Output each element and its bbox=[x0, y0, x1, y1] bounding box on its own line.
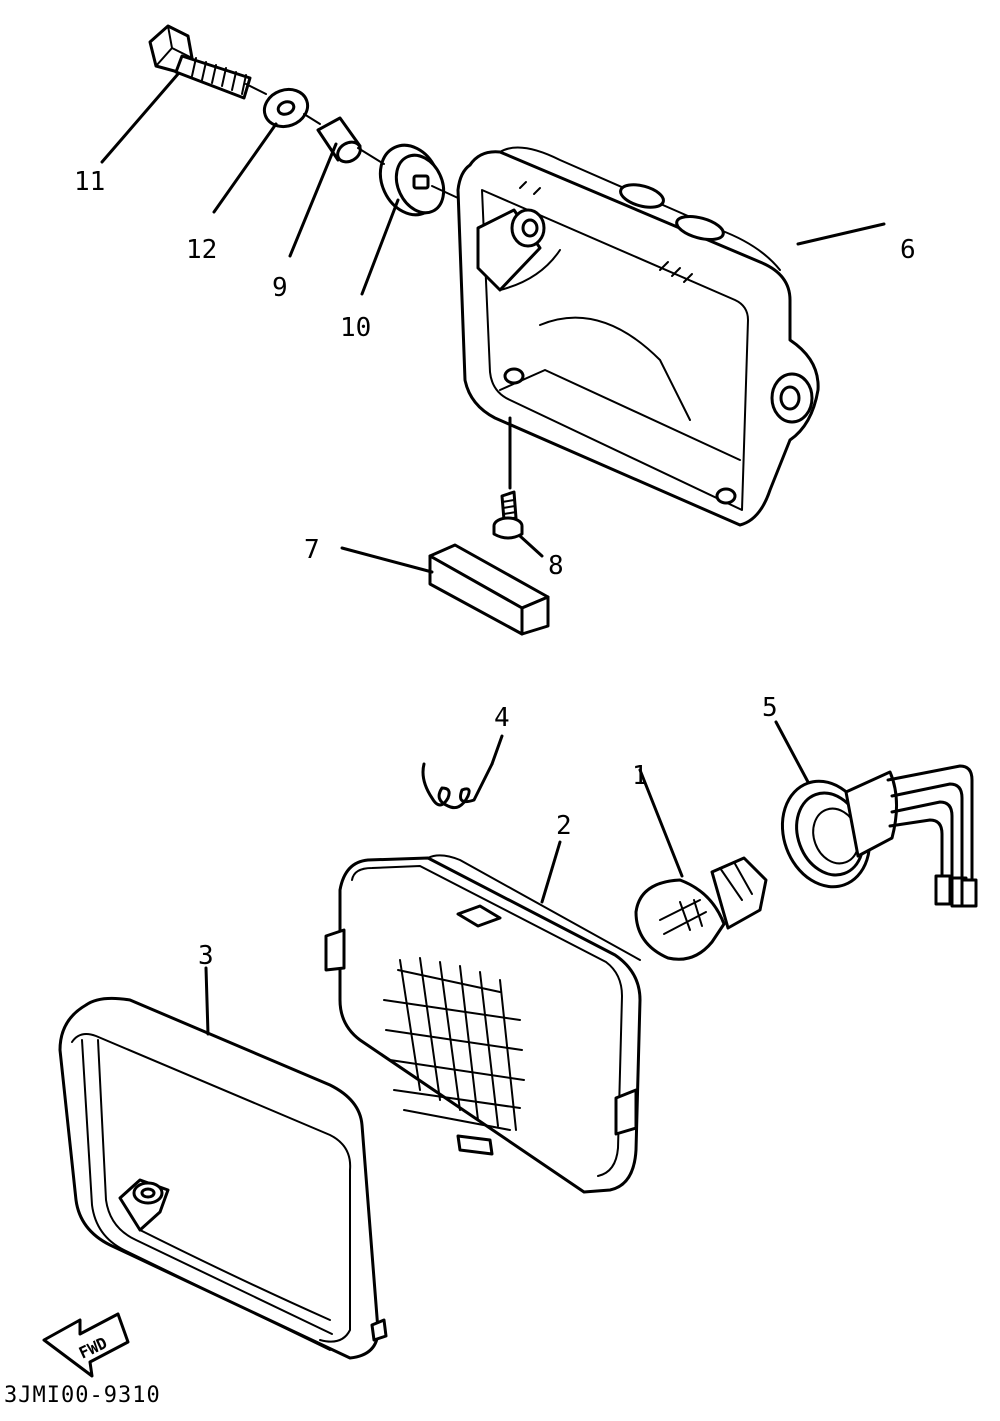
part-11-bolt bbox=[148, 24, 252, 100]
leader-3 bbox=[204, 966, 210, 1036]
callout-9: 9 bbox=[272, 273, 288, 303]
leader-lines bbox=[100, 72, 886, 1036]
callout-12: 12 bbox=[186, 235, 217, 265]
assembly-axis-4 bbox=[431, 185, 459, 199]
leader-7 bbox=[340, 546, 434, 574]
leader-6 bbox=[796, 222, 886, 246]
callout-4: 4 bbox=[494, 703, 510, 733]
leader-8 bbox=[508, 416, 544, 558]
leader-2 bbox=[540, 840, 562, 904]
callout-3: 3 bbox=[198, 941, 214, 971]
part-8-screw bbox=[492, 490, 524, 540]
leader-12 bbox=[212, 122, 278, 214]
part-2-sealed-beam bbox=[324, 854, 642, 1194]
callout-labels: 11 12 9 10 6 7 8 4 5 2 1 3 bbox=[74, 167, 916, 971]
leader-11 bbox=[100, 72, 180, 164]
callout-2: 2 bbox=[556, 811, 572, 841]
diagram-code: 3JMI00-9310 bbox=[4, 1383, 161, 1408]
leader-5 bbox=[774, 720, 810, 784]
part-6-housing bbox=[456, 146, 820, 527]
part-10-grommet bbox=[378, 143, 446, 217]
fwd-arrow: FWD bbox=[42, 1312, 130, 1378]
assembly-axis-2 bbox=[303, 113, 321, 125]
part-9-collar bbox=[316, 116, 362, 164]
assembly-axis-1 bbox=[245, 83, 267, 95]
assembly-axis-3 bbox=[357, 147, 385, 165]
part-7-block bbox=[428, 543, 550, 636]
part-3-rim bbox=[58, 996, 388, 1360]
leader-4 bbox=[490, 734, 504, 766]
callout-11: 11 bbox=[74, 167, 105, 197]
leader-1 bbox=[638, 768, 684, 878]
part-4-spring-clip bbox=[421, 762, 494, 810]
leader-10 bbox=[360, 198, 400, 296]
leader-9 bbox=[288, 142, 338, 258]
part-1-bulb bbox=[634, 856, 768, 961]
part-12-washer bbox=[262, 87, 310, 129]
callout-7: 7 bbox=[304, 535, 320, 565]
part-5-socket bbox=[780, 764, 978, 908]
callout-6: 6 bbox=[900, 235, 916, 265]
callout-5: 5 bbox=[762, 693, 778, 723]
callout-1: 1 bbox=[632, 761, 648, 791]
callout-10: 10 bbox=[340, 313, 371, 343]
callout-8: 8 bbox=[548, 551, 564, 581]
